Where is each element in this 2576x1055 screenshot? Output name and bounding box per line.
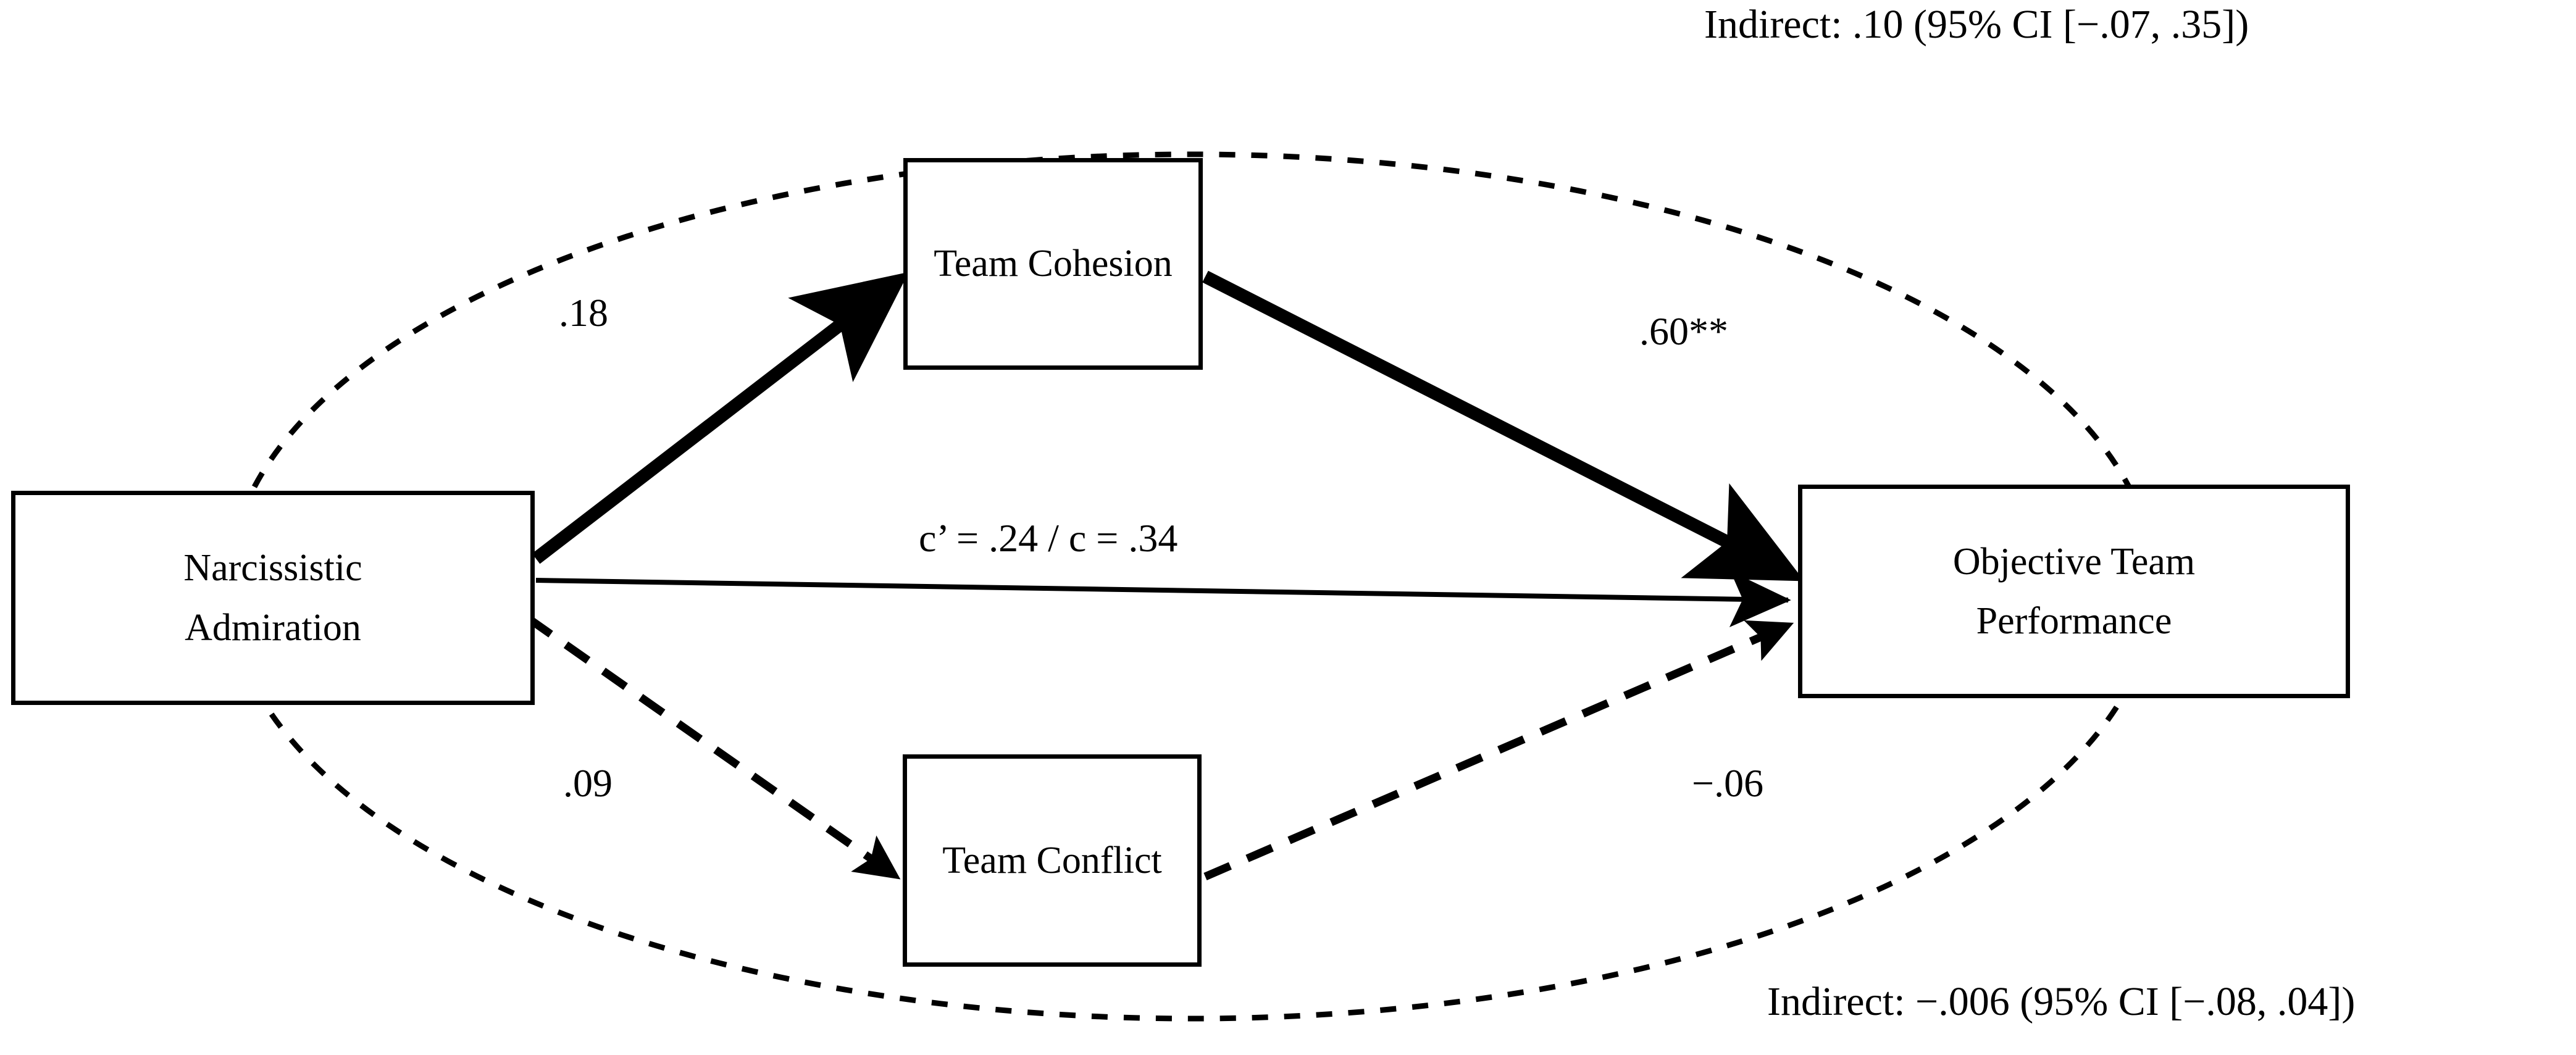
node-label-line1: Narcissistic — [183, 547, 362, 590]
node-label-line1: Team Conflict — [942, 839, 1162, 882]
edge-label-b1-cohesion-performance: .60** — [1639, 309, 1728, 353]
edge-label-b2-conflict-performance: −.06 — [1692, 761, 1764, 805]
node-objective-team-performance[interactable]: Objective Team Performance — [1798, 485, 2350, 698]
node-label-line1: Team Cohesion — [934, 243, 1173, 285]
edge-conflict-to-performance — [1203, 620, 1794, 880]
edge-label-a1-cohesion: .18 — [559, 291, 608, 335]
edge-admiration-to-conflict — [526, 615, 901, 880]
node-narcissistic-admiration[interactable]: Narcissistic Admiration — [11, 491, 535, 705]
node-label-line2: Admiration — [185, 606, 361, 649]
annotation-indirect-conflict: Indirect: −.006 (95% CI [−.08, .04]) — [1767, 979, 2356, 1024]
node-label-line2: Performance — [1976, 600, 2172, 642]
edge-label-direct-effect: c’ = .24 / c = .34 — [919, 516, 1178, 560]
edge-label-a2-conflict: .09 — [563, 761, 613, 805]
annotation-indirect-cohesion: Indirect: .10 (95% CI [−.07, .35]) — [1704, 2, 2249, 47]
edge-admiration-to-performance-direct — [535, 570, 1791, 628]
node-team-conflict[interactable]: Team Conflict — [903, 754, 1202, 967]
edge-cohesion-to-performance — [1202, 270, 1805, 582]
node-label-line1: Objective Team — [1952, 540, 2196, 583]
edge-admiration-to-cohesion — [532, 272, 909, 564]
node-team-cohesion[interactable]: Team Cohesion — [903, 158, 1203, 370]
